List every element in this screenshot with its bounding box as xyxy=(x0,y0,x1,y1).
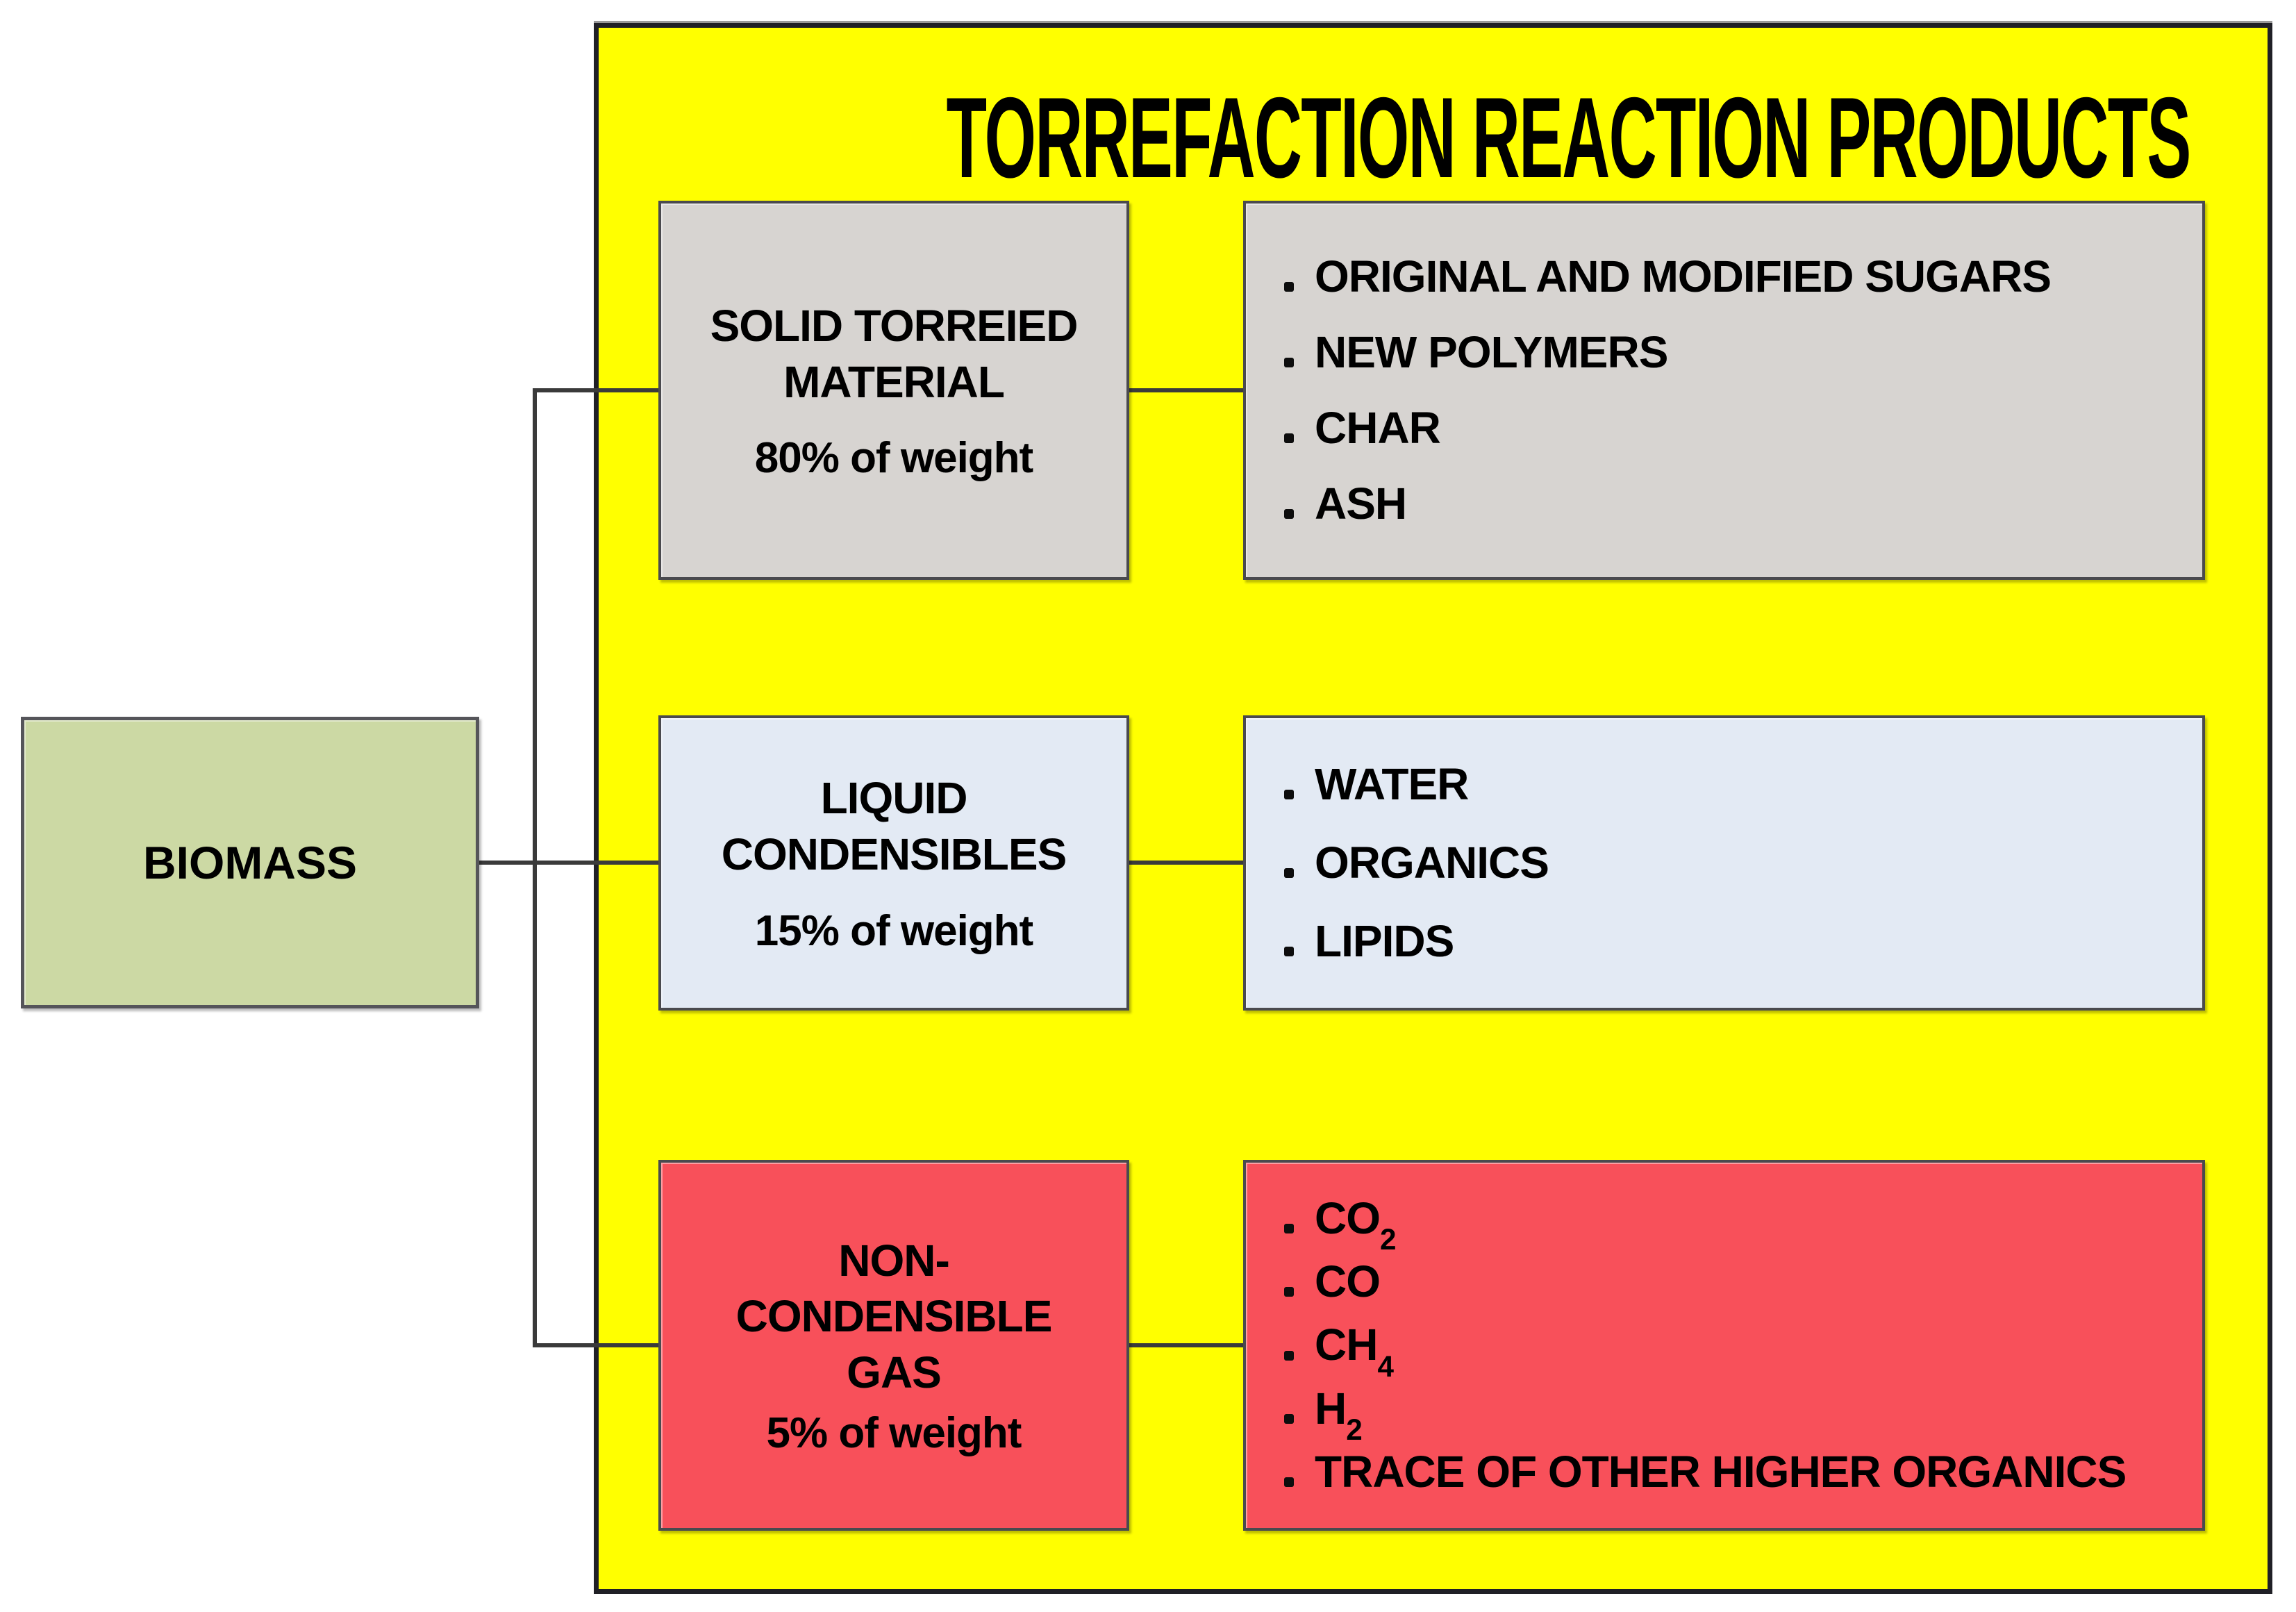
item-subscript: 2 xyxy=(1346,1413,1362,1446)
name-line: CONDENSIBLES xyxy=(721,829,1067,879)
item-text: CH4 xyxy=(1315,1320,1394,1383)
list-item: CO xyxy=(1284,1258,2197,1306)
list-item: ORIGINAL AND MODIFIED SUGARS xyxy=(1284,251,2197,301)
bullet-icon xyxy=(1284,1477,1294,1487)
list-item: ASH xyxy=(1284,479,2197,529)
item-text: WATER xyxy=(1315,758,1469,809)
list-item: CHAR xyxy=(1284,404,2197,452)
bullet-icon xyxy=(1284,1413,1294,1424)
list-item: WATER xyxy=(1284,758,2197,809)
name-line: MATERIAL xyxy=(783,356,1005,407)
bullet-icon xyxy=(1284,947,1294,957)
list-item: NEW POLYMERS xyxy=(1284,326,2197,377)
list-item: CH4 xyxy=(1284,1320,2197,1383)
solid-detail-list: ORIGINAL AND MODIFIED SUGARS NEW POLYMERS… xyxy=(1284,203,2197,577)
bullet-icon xyxy=(1284,789,1294,799)
connector-gas-to-detail xyxy=(1129,1343,1243,1347)
gas-weight: 5% of weight xyxy=(766,1409,1022,1458)
bullet-icon xyxy=(1284,1224,1294,1234)
solid-detail-box: ORIGINAL AND MODIFIED SUGARS NEW POLYMERS… xyxy=(1243,201,2205,580)
panel-title: TORREFACTION REACTION PRODUCTS xyxy=(946,74,2192,201)
bullet-icon xyxy=(1284,868,1294,879)
liquid-detail-box: WATER ORGANICS LIPIDS xyxy=(1243,715,2205,1011)
item-text: ORGANICS xyxy=(1315,837,1549,888)
bullet-icon xyxy=(1284,433,1294,444)
item-text: CO2 xyxy=(1315,1193,1396,1256)
list-item: CO2 xyxy=(1284,1193,2197,1256)
bullet-icon xyxy=(1284,1287,1294,1297)
connector-trunk xyxy=(533,388,537,1347)
liquid-weight: 15% of weight xyxy=(754,906,1033,955)
bullet-icon xyxy=(1284,1350,1294,1361)
item-text: NEW POLYMERS xyxy=(1315,326,1668,377)
connector-branch-gas xyxy=(533,1343,658,1347)
connector-biomass-to-liquid xyxy=(479,861,658,865)
bullet-icon xyxy=(1284,281,1294,292)
connector-solid-to-detail xyxy=(1129,388,1243,392)
liquid-detail-list: WATER ORGANICS LIPIDS xyxy=(1284,718,2197,1008)
connector-branch-solid xyxy=(533,388,658,392)
item-text: LIPIDS xyxy=(1315,916,1454,967)
item-text: H2 xyxy=(1315,1383,1363,1446)
bullet-icon xyxy=(1284,358,1294,367)
item-text: CHAR xyxy=(1315,403,1441,453)
name-line: CONDENSIBLE xyxy=(735,1291,1053,1342)
name-line: GAS xyxy=(847,1347,942,1397)
item-text: CO xyxy=(1315,1256,1381,1307)
item-subscript: 4 xyxy=(1377,1349,1393,1383)
item-text: ASH xyxy=(1315,479,1407,529)
item-subscript: 2 xyxy=(1380,1223,1396,1256)
biomass-label: BIOMASS xyxy=(142,837,358,888)
list-item: TRACE OF OTHER HIGHER ORGANICS xyxy=(1284,1446,2197,1497)
list-item: LIPIDS xyxy=(1284,917,2197,965)
item-text: ORIGINAL AND MODIFIED SUGARS xyxy=(1315,251,2052,301)
bullet-icon xyxy=(1284,509,1294,520)
solid-weight: 80% of weight xyxy=(754,434,1033,483)
item-text: TRACE OF OTHER HIGHER ORGANICS xyxy=(1315,1446,2127,1497)
name-line: SOLID TORREIED xyxy=(710,300,1079,351)
list-item: H2 xyxy=(1284,1383,2197,1446)
name-line: NON- xyxy=(838,1235,950,1286)
list-item: ORGANICS xyxy=(1284,837,2197,888)
connector-liquid-to-detail xyxy=(1129,861,1243,865)
name-line: LIQUID xyxy=(820,773,968,824)
biomass-box: BIOMASS xyxy=(21,717,479,1008)
